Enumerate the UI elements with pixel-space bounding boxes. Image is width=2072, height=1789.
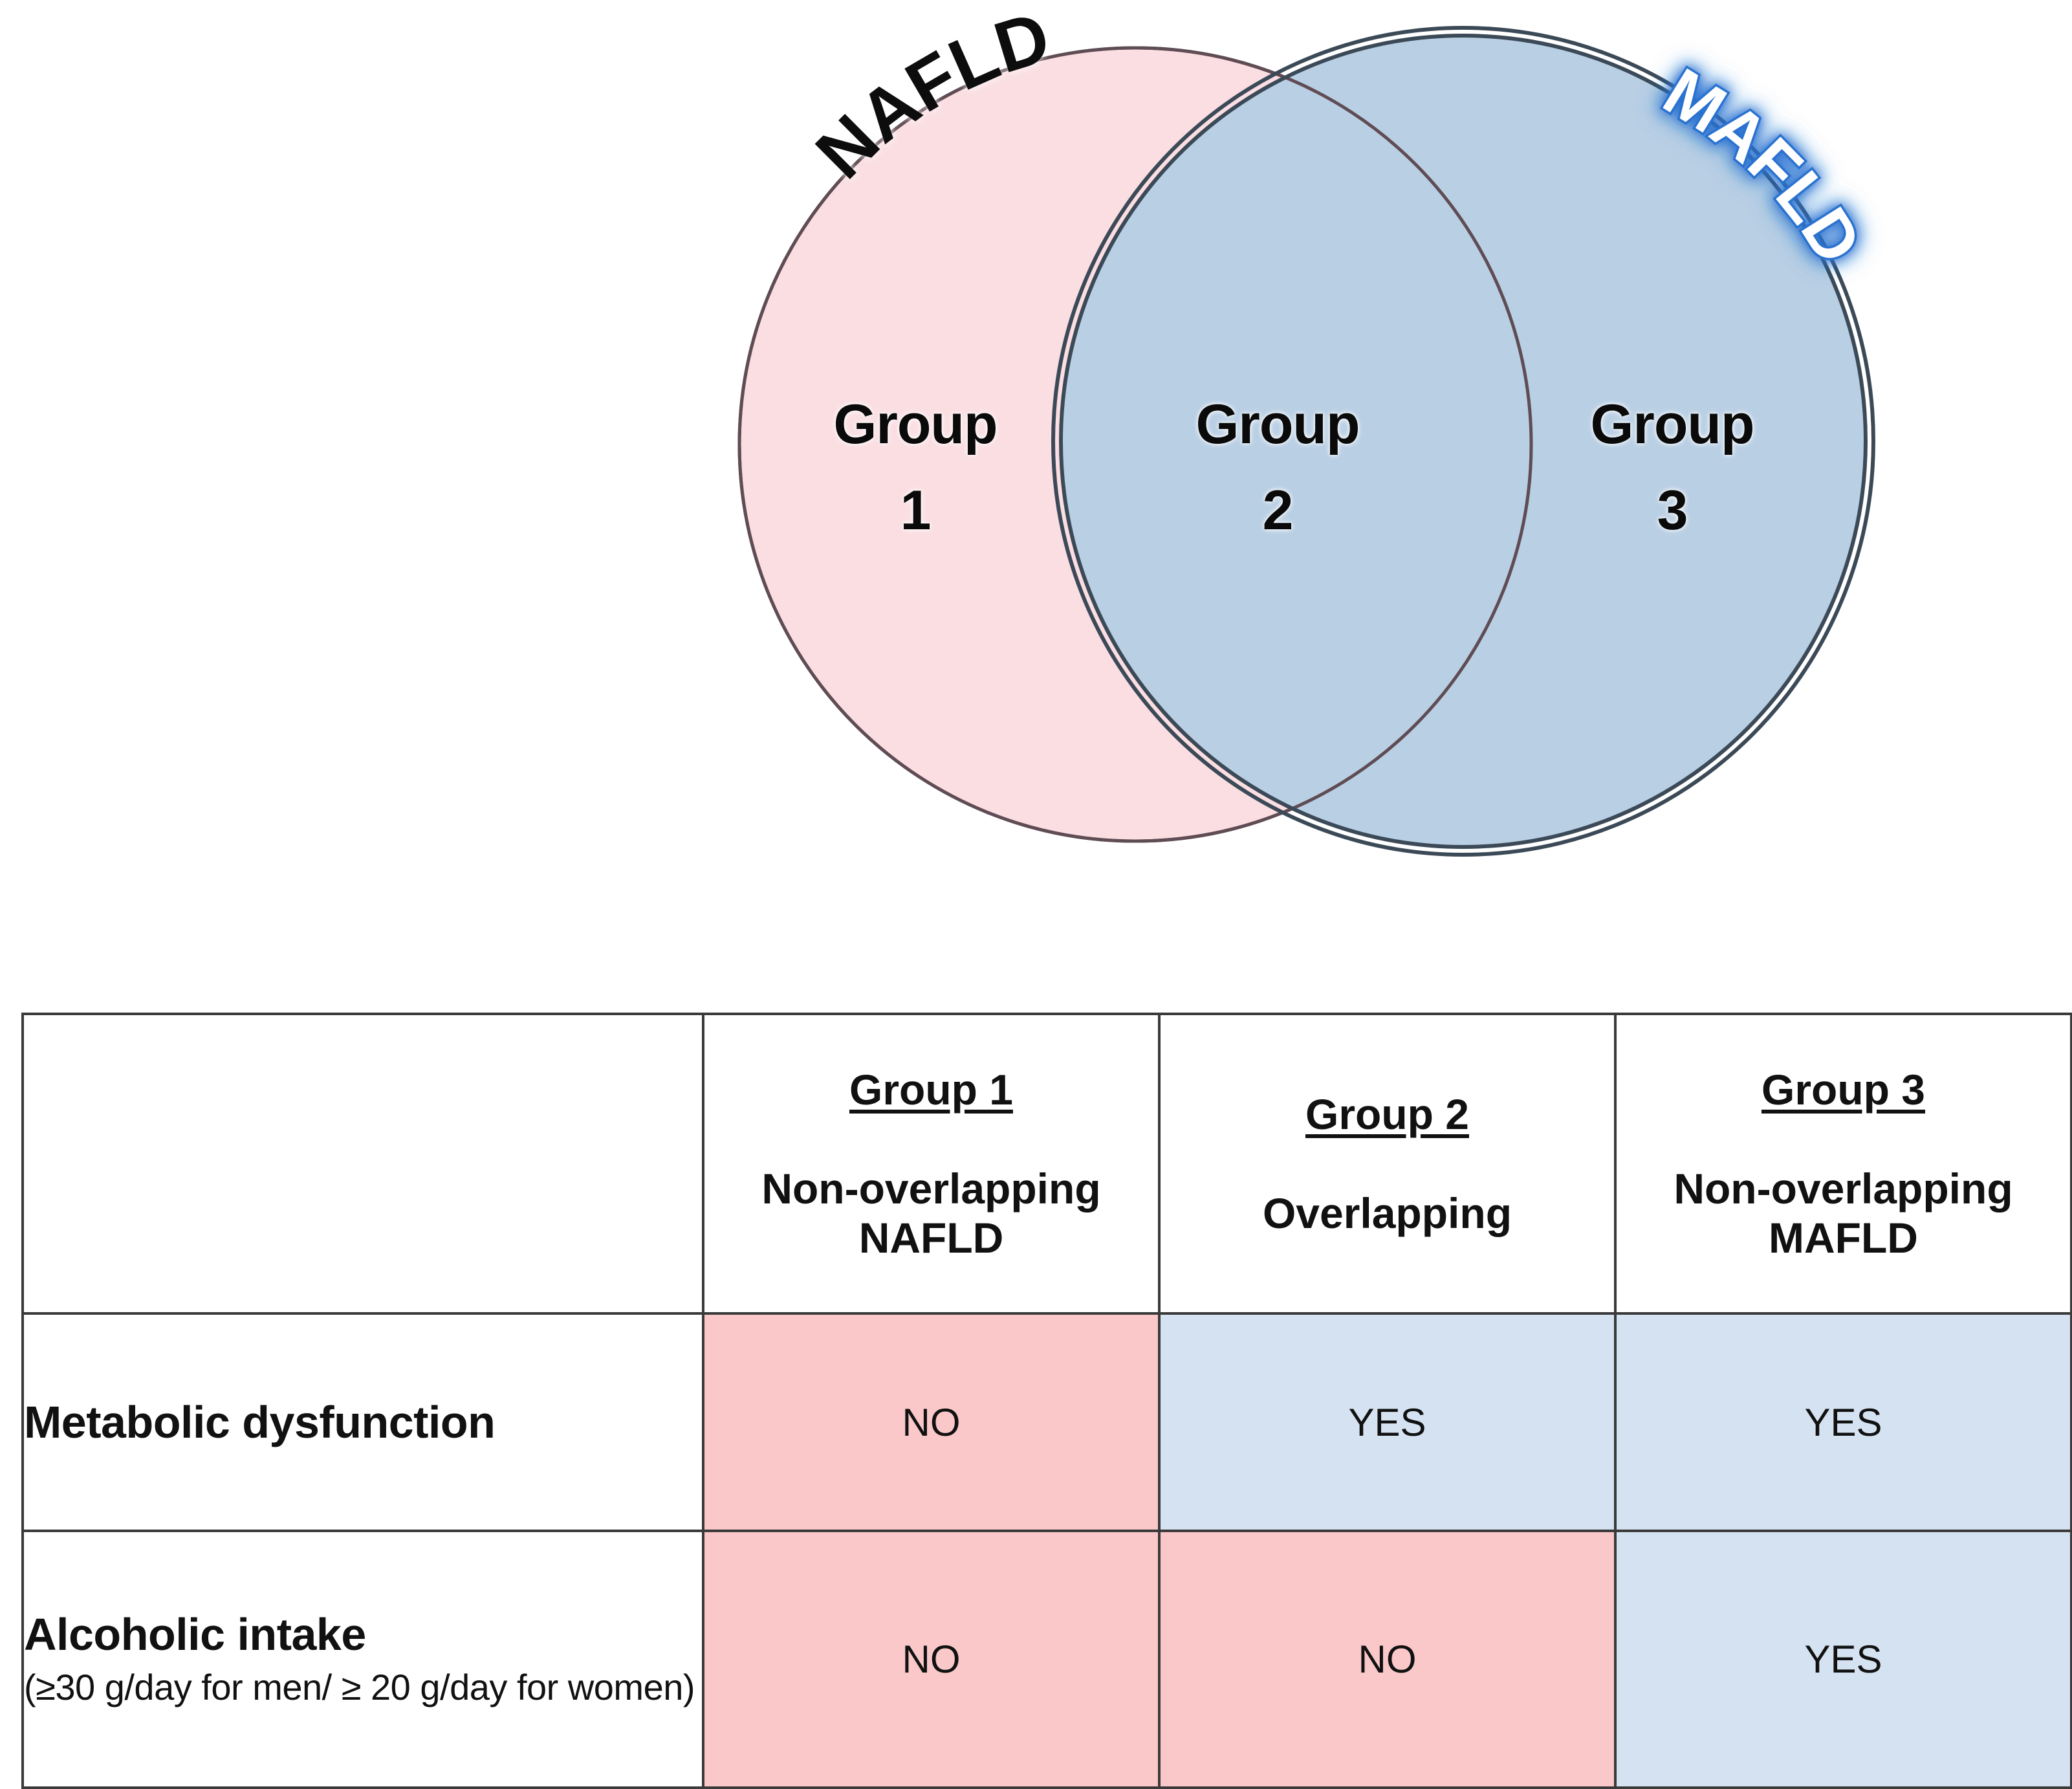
cell-metabolic-group-3: YES xyxy=(1614,1312,2072,1533)
table-row-alcoholic-intake: Alcoholic intake (≥30 g/day for men/ ≥ 2… xyxy=(21,1530,2072,1789)
row-title-metabolic-dysfunction: Metabolic dysfunction xyxy=(24,1396,496,1447)
cell-metabolic-group-2: YES xyxy=(1158,1312,1617,1533)
cell-alcohol-group-1: NO xyxy=(702,1530,1161,1789)
row-label-metabolic-dysfunction: Metabolic dysfunction xyxy=(21,1312,704,1533)
header-cell-group-2: Group 2 Overlapping xyxy=(1158,1012,1617,1315)
comparison-table: Group 1 Non-overlapping NAFLD Group 2 Ov… xyxy=(21,1012,2072,1789)
venn-diagram-svg: NAFLD MAFLD xyxy=(737,0,1878,857)
header-group-subtitle-2: Overlapping xyxy=(1262,1189,1512,1237)
header-group-title-2: Group 2 xyxy=(1305,1090,1469,1138)
table-row-metabolic-dysfunction: Metabolic dysfunction NO YES YES xyxy=(21,1312,2072,1533)
mafld-outline-outer xyxy=(1051,26,1875,857)
mafld-outline-inner xyxy=(1059,34,1868,849)
table-header-row: Group 1 Non-overlapping NAFLD Group 2 Ov… xyxy=(21,1012,2072,1315)
nafld-outline xyxy=(737,46,1533,843)
header-group-title-1: Group 1 xyxy=(849,1065,1013,1114)
venn-diagram-figure: NAFLD MAFLD Group 1 Group 2 Group 3 xyxy=(737,0,1878,857)
cell-alcohol-group-2: NO xyxy=(1158,1530,1617,1789)
header-cell-group-3: Group 3 Non-overlapping MAFLD xyxy=(1614,1012,2072,1315)
header-cell-group-1: Group 1 Non-overlapping NAFLD xyxy=(702,1012,1161,1315)
row-title-alcoholic-intake: Alcoholic intake xyxy=(24,1609,366,1660)
header-group-subtitle-1: Non-overlapping NAFLD xyxy=(761,1164,1101,1262)
header-group-subtitle-3: Non-overlapping MAFLD xyxy=(1674,1164,2013,1262)
header-group-title-3: Group 3 xyxy=(1761,1065,1925,1114)
row-label-alcoholic-intake: Alcoholic intake (≥30 g/day for men/ ≥ 2… xyxy=(21,1530,704,1789)
cell-metabolic-group-1: NO xyxy=(702,1312,1161,1533)
cell-alcohol-group-3: YES xyxy=(1614,1530,2072,1789)
header-cell-blank xyxy=(21,1012,704,1315)
row-subtitle-alcoholic-intake: (≥30 g/day for men/ ≥ 20 g/day for women… xyxy=(24,1667,695,1708)
mafld-fill-outside xyxy=(1061,36,1866,847)
